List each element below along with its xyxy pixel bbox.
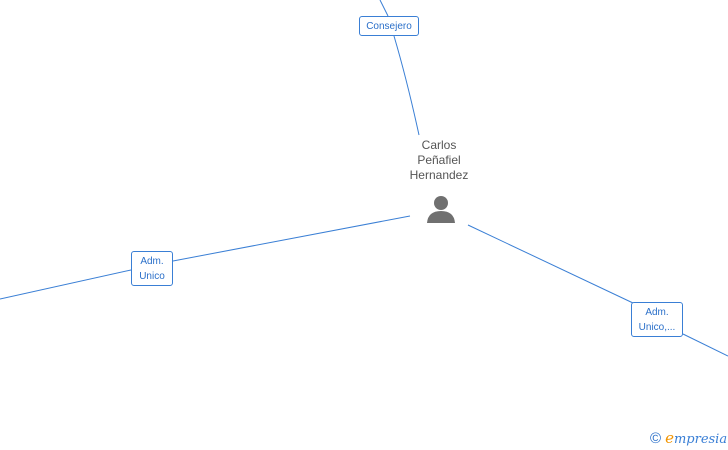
relation-label-text: Unico [139, 271, 165, 282]
edge-adm-unico-2 [467, 224, 728, 357]
relation-label-text: Adm. [645, 307, 669, 318]
copyright-icon: © [650, 429, 662, 447]
relation-label-text: Consejero [366, 21, 412, 32]
relation-label-adm-unico[interactable]: Adm. Unico [131, 251, 173, 286]
relation-label-text: Unico,... [638, 322, 676, 333]
edge-adm-unico [0, 215, 411, 300]
empresia-watermark: © empresia [650, 429, 727, 447]
person-icon[interactable] [426, 194, 456, 224]
relation-label-adm-unico-2[interactable]: Adm. Unico,... [631, 302, 683, 337]
relation-label-consejero[interactable]: Consejero [359, 16, 419, 36]
person-name[interactable]: Carlos Peñafiel Hernandez [409, 138, 469, 182]
brand-logo: empresia [665, 429, 728, 447]
edge-consejero [379, 0, 420, 136]
relation-label-text: Adm. [140, 256, 164, 267]
